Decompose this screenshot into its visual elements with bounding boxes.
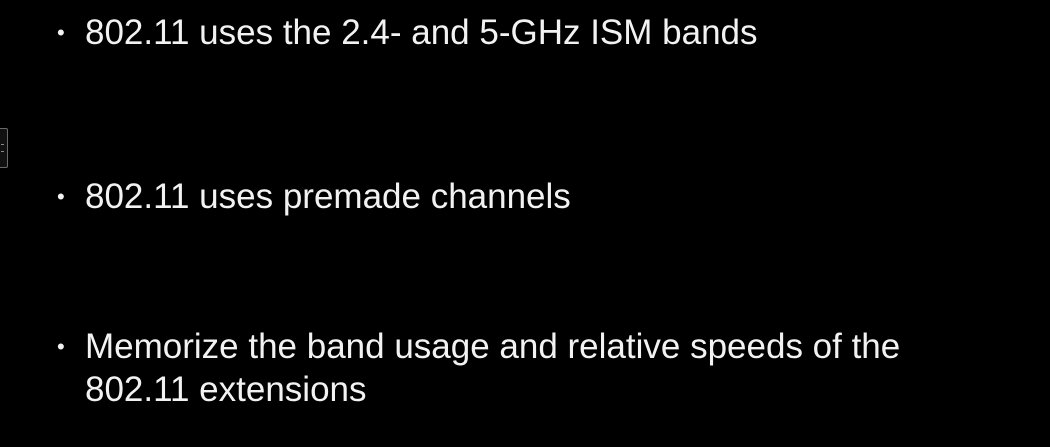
bullet-marker: • [57, 334, 65, 359]
bullet-text: Memorize the band usage and relative spe… [85, 327, 901, 409]
bullet-marker: • [57, 20, 65, 45]
bullet-item: • 802.11 uses premade channels [57, 175, 1010, 218]
side-panel-toggle-handle[interactable] [0, 128, 8, 168]
bullet-item: • 802.11 uses the 2.4- and 5-GHz ISM ban… [57, 11, 1010, 54]
bullet-item: • Memorize the band usage and relative s… [57, 325, 1010, 411]
bullet-text: 802.11 uses premade channels [85, 177, 571, 216]
grip-icon [1, 144, 4, 152]
bullet-text: 802.11 uses the 2.4- and 5-GHz ISM bands [85, 13, 758, 52]
bullet-marker: • [57, 184, 65, 209]
